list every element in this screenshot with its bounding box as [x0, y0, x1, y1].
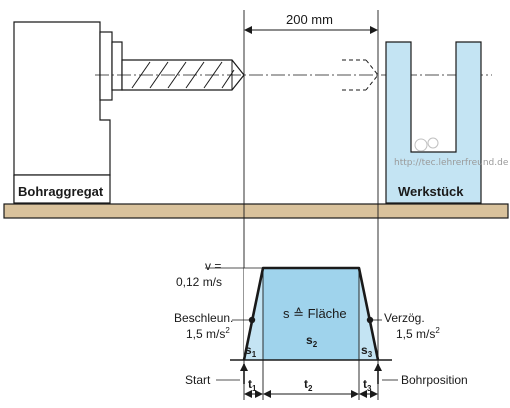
drilling-unit-label: Bohraggregat: [18, 184, 104, 199]
workpiece: [385, 41, 482, 204]
velocity-label-line2: 0,12 m/s: [176, 275, 222, 289]
time-label-t1: t1: [248, 377, 257, 393]
segment-label-s1: s1: [245, 343, 257, 359]
segment-label-s2: s2: [306, 333, 318, 349]
segment-label-s3: s3: [361, 343, 373, 359]
end-position-label: Bohrposition: [401, 373, 468, 387]
distance-label: 200 mm: [286, 12, 333, 27]
time-label-t2: t2: [304, 377, 313, 393]
area-label: s ≙ Fläche: [283, 306, 347, 321]
deceleration-value: 1,5 m/s2: [396, 326, 440, 341]
acceleration-value: 1,5 m/s2: [186, 326, 230, 341]
ghost-drill-tip: [342, 59, 379, 91]
time-label-t3: t3: [363, 377, 372, 393]
watermark-text: http://tec.lehrerfreund.de: [394, 158, 509, 168]
deceleration-label: Verzög.: [384, 311, 425, 325]
workpiece-label: Werkstück: [398, 184, 464, 199]
floor: [3, 203, 509, 219]
start-label: Start: [185, 373, 211, 387]
watermark: http://tec.lehrerfreund.de: [394, 137, 509, 168]
time-axis: [243, 360, 379, 400]
drilling-unit: [13, 21, 123, 204]
acceleration-label: Beschleun.: [174, 311, 233, 325]
velocity-profile: [205, 266, 392, 361]
velocity-label-line1: v =: [205, 259, 221, 273]
